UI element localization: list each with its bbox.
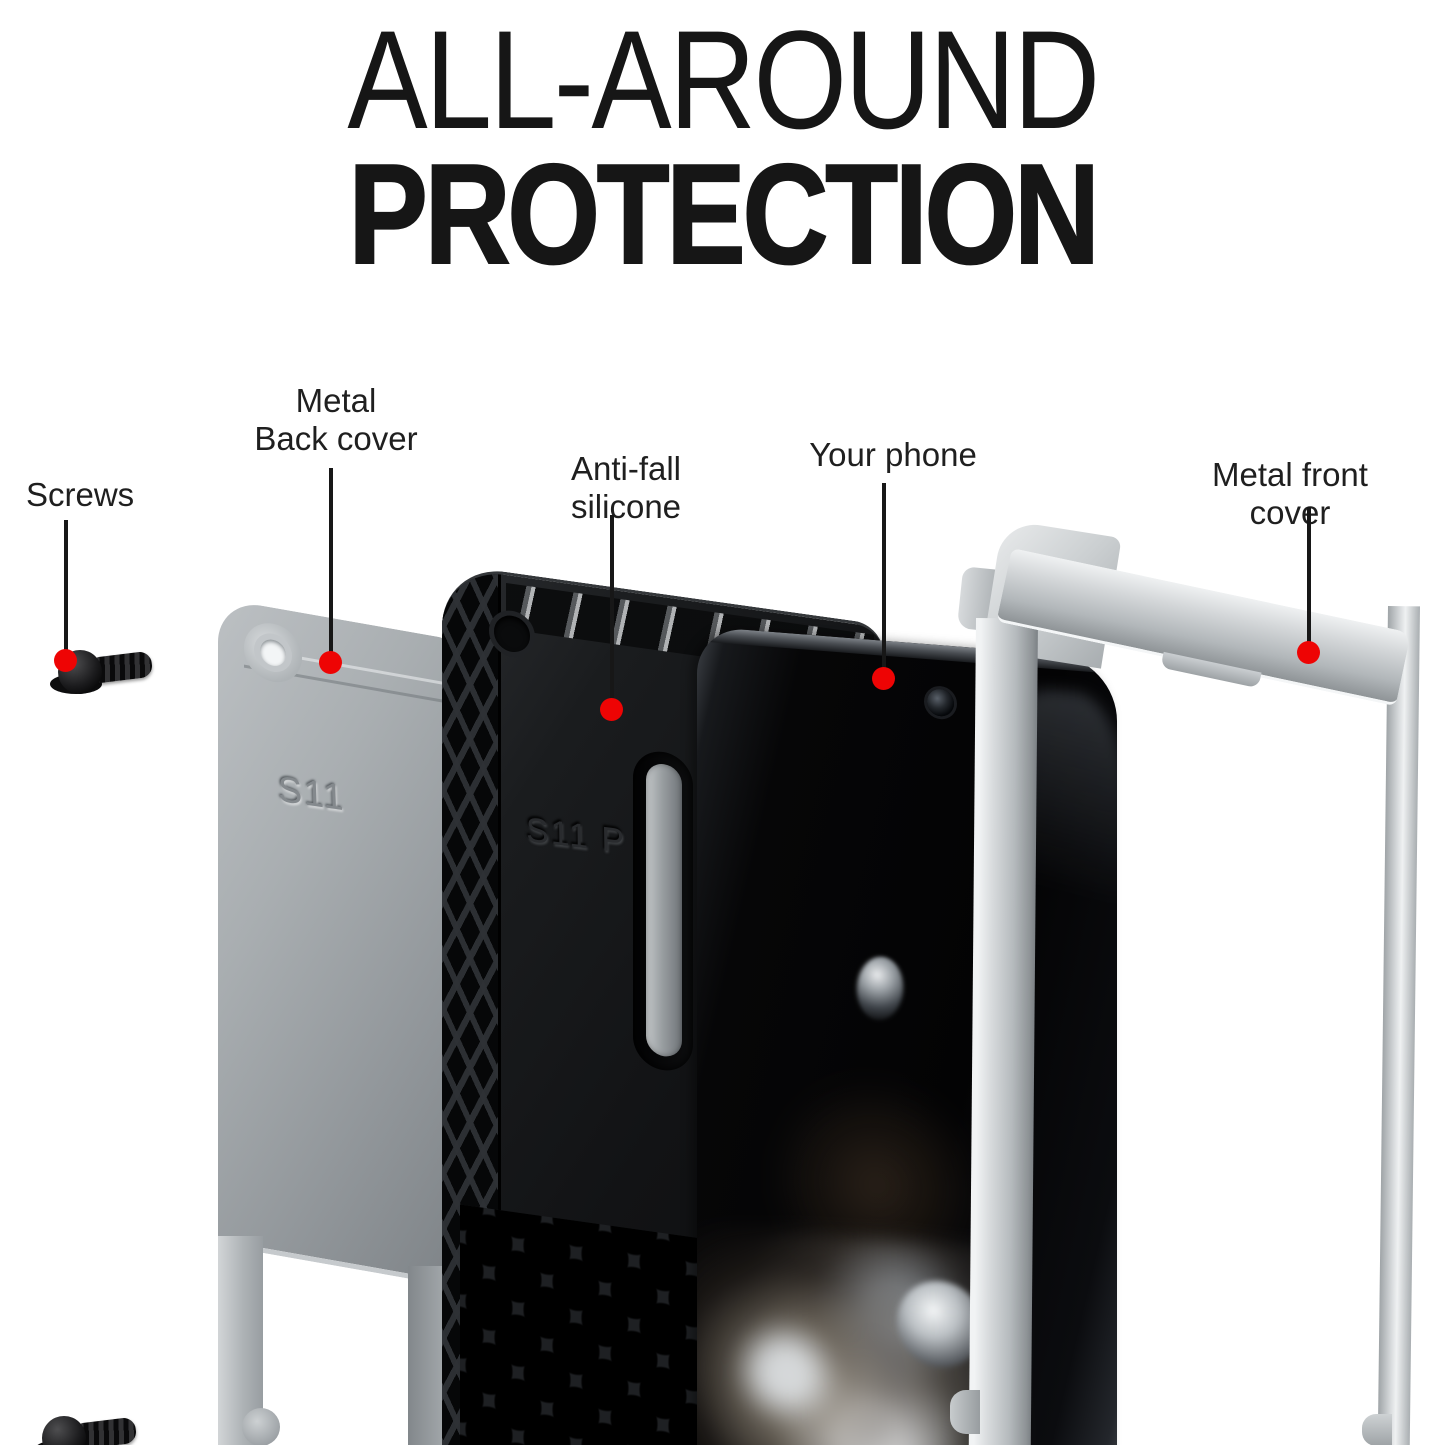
front-cover-right-rail (1377, 606, 1420, 1445)
callout-dot-silicone (600, 698, 623, 721)
label-front-cover: Metal front cover (1212, 456, 1368, 531)
front-cover-screw-boss (1362, 1414, 1392, 1445)
front-cover-screw-boss (950, 1390, 980, 1434)
screw-hole (260, 637, 286, 668)
label-back-cover: Metal Back cover (226, 382, 446, 458)
callout-line-front-cover (1307, 507, 1311, 644)
headline-line2: PROTECTION (347, 134, 1100, 294)
wallpaper-droplet (852, 952, 908, 1025)
callout-dot-phone (872, 667, 895, 690)
callout-line-silicone (610, 515, 614, 701)
headline-line1: ALL-AROUND (347, 1, 1100, 158)
volume-button-slot (633, 747, 693, 1075)
back-cover-engraving: S11 (277, 767, 347, 819)
label-back-cover-line2: Back cover (254, 420, 418, 457)
callout-dot-back-cover (319, 651, 342, 674)
front-cover-earpiece-notch (1160, 651, 1262, 689)
callout-line-screws (64, 520, 68, 652)
headline: ALL-AROUND PROTECTION (0, 1, 1445, 294)
screw-shaft (94, 650, 154, 684)
screw-shaft (78, 1416, 138, 1445)
volume-button (646, 761, 682, 1059)
label-silicone: Anti-fall silicone (570, 450, 682, 525)
label-back-cover-line1: Metal (295, 382, 377, 419)
phone-illustration (697, 626, 1117, 1445)
back-cover-screw-boss (242, 1408, 280, 1445)
callout-line-back-cover (329, 468, 333, 654)
label-screws: Screws (26, 476, 135, 513)
callout-dot-front-cover (1297, 641, 1320, 664)
back-cover-plate: S11 (218, 598, 452, 1287)
label-phone: Your phone (809, 436, 977, 473)
camera-punch-hole-icon (927, 688, 954, 718)
silicone-engraving: S11 P (525, 810, 627, 862)
screw-head (42, 1416, 86, 1445)
callout-dot-screws (54, 649, 77, 672)
screw-bottom-illustration (34, 1406, 144, 1445)
front-cover-left-rail (968, 618, 1038, 1445)
back-cover-screw-tab (244, 618, 302, 687)
callout-line-phone (882, 483, 886, 670)
